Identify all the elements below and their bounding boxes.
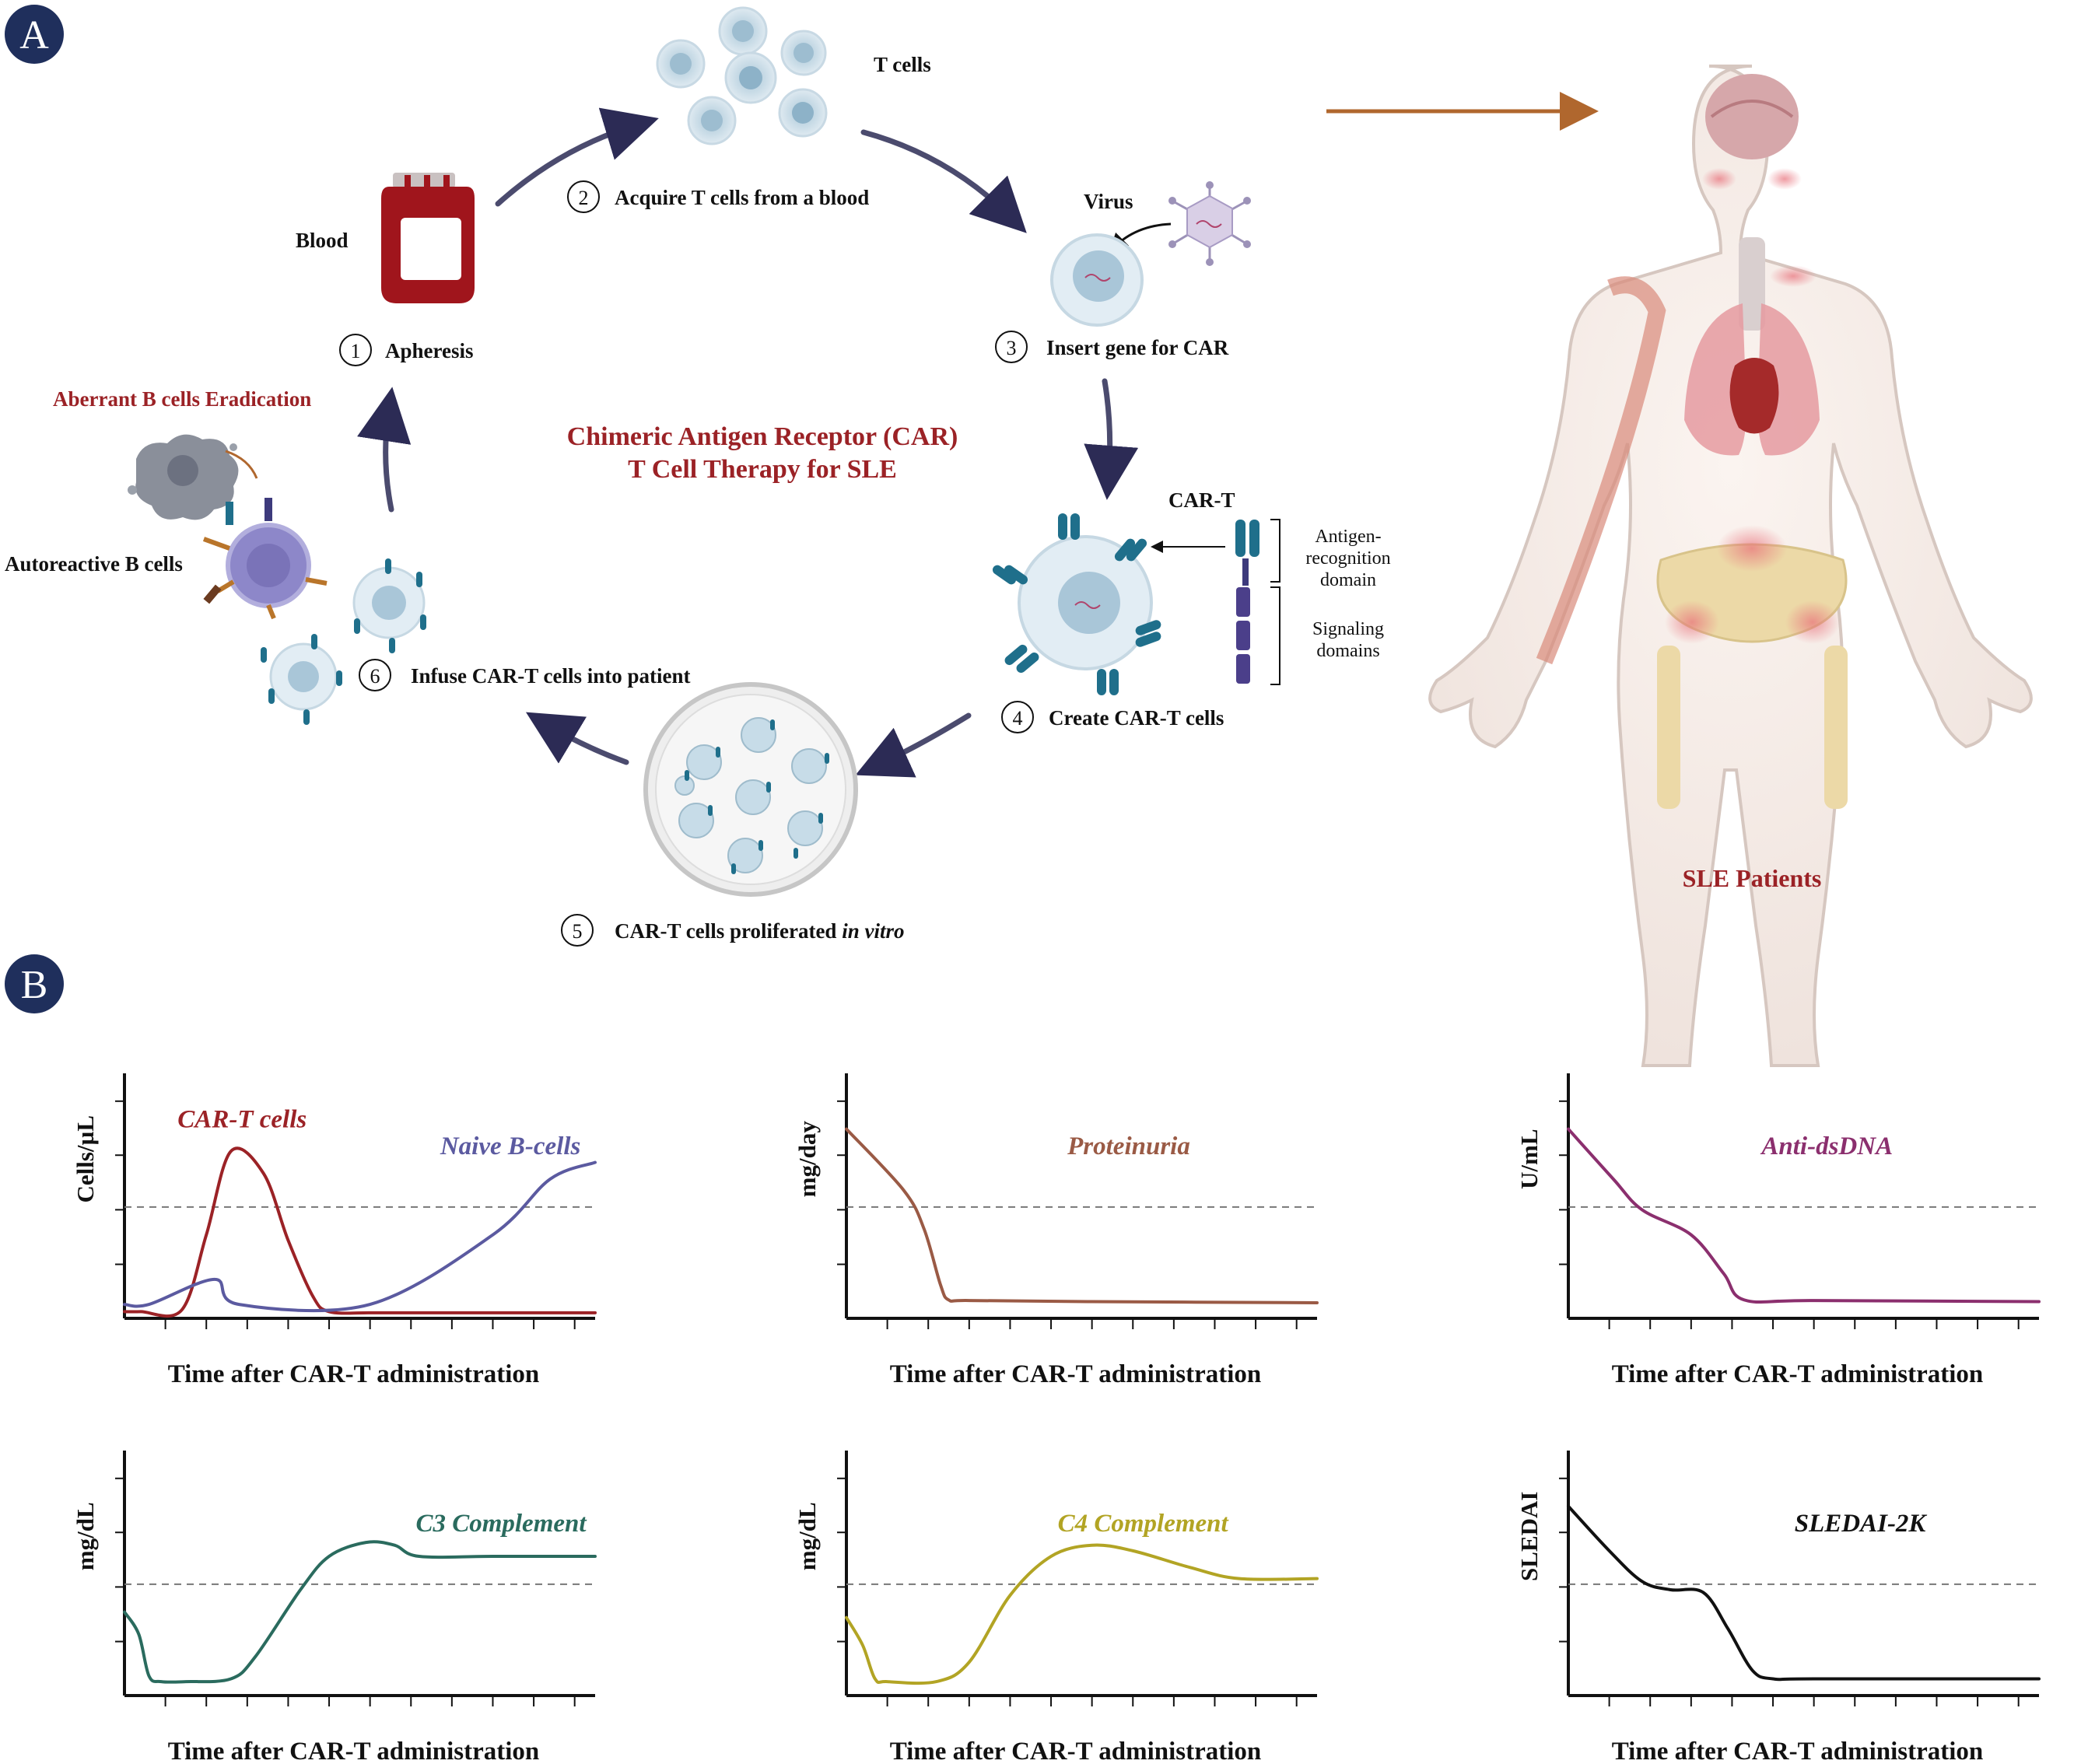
- svg-text:5: 5: [573, 920, 583, 943]
- series-label: Naive B-cells: [440, 1132, 581, 1160]
- t-cells-label: T cells: [874, 53, 931, 76]
- autoreactive-label: Autoreactive B cells: [5, 552, 183, 576]
- car-t-label: CAR-T: [1168, 488, 1235, 512]
- arrow-6-to-1: [357, 387, 412, 513]
- panel-b-badge: B: [5, 954, 64, 1013]
- therapy-title-line2: T Cell Therapy for SLE: [628, 455, 897, 484]
- svg-text:Infuse CAR-T cells into patien: Infuse CAR-T cells into patient: [411, 664, 691, 688]
- panel-b: B Cells/µL Time after CAR-T administratio…: [5, 954, 2041, 1764]
- b-cell-debris-icon: [128, 434, 239, 520]
- series-label: Proteinuria: [1067, 1132, 1190, 1160]
- infused-car-t-cell-icon-2: [261, 634, 342, 725]
- series-line-1: [123, 1146, 597, 1318]
- svg-text:6: 6: [370, 665, 380, 688]
- series-line-1: [1567, 1504, 2041, 1682]
- chart-1: Cells/µL Time after CAR-T administration C…: [72, 1073, 597, 1388]
- panel-a-badge: A: [5, 5, 64, 64]
- series-label: CAR-T cells: [177, 1105, 307, 1133]
- y-axis-label: SLEDAI: [1515, 1492, 1543, 1581]
- target-t-cell-icon: [1050, 233, 1144, 327]
- antigen-bracket: [1270, 519, 1280, 583]
- sle-patients-label: SLE Patients: [1683, 864, 1822, 892]
- infused-car-t-cell-icon-1: [352, 558, 426, 653]
- arrow-2-to-3: [860, 129, 1027, 233]
- svg-text:CAR-T cells proliferated in vi: CAR-T cells proliferated in vitro: [615, 919, 904, 943]
- y-axis-label: U/mL: [1515, 1129, 1543, 1190]
- human-body-icon: [1428, 65, 2033, 1067]
- svg-text:2: 2: [579, 187, 589, 209]
- svg-text:A: A: [19, 13, 49, 58]
- step-6: 6 Infuse CAR-T cells into patient: [359, 659, 691, 691]
- petri-dish-icon: [643, 682, 858, 897]
- series-label: C4 Complement: [1058, 1510, 1229, 1538]
- signaling-bracket: [1270, 586, 1280, 685]
- svg-text:Insert gene for CAR: Insert gene for CAR: [1046, 336, 1229, 359]
- arrow-1-to-2: [495, 107, 659, 207]
- x-axis-label: Time after CAR-T administration: [1612, 1360, 1984, 1388]
- x-axis-label: Time after CAR-T administration: [168, 1738, 540, 1764]
- series-line-1: [1567, 1127, 2041, 1304]
- svg-text:B: B: [21, 963, 48, 1007]
- antigen-label-1: Antigen-: [1315, 527, 1381, 547]
- chart-3: U/mL Time after CAR-T administration Anti-…: [1515, 1073, 2041, 1388]
- series-label: SLEDAI-2K: [1795, 1510, 1928, 1538]
- x-axis-label: Time after CAR-T administration: [890, 1360, 1262, 1388]
- svg-text:4: 4: [1013, 707, 1023, 730]
- step-3: 3 Insert gene for CAR: [995, 331, 1229, 363]
- chart-6: SLEDAI Time after CAR-T administration SLE…: [1515, 1451, 2041, 1764]
- arrow-5-to-6: [525, 712, 629, 765]
- arrow-4-to-5: [855, 712, 972, 778]
- y-axis-label: mg/day: [794, 1121, 821, 1198]
- autoreactive-b-cell-icon: [202, 498, 328, 620]
- y-axis-label: mg/dL: [72, 1502, 99, 1570]
- virus-icon: [1168, 181, 1251, 266]
- svg-text:Apheresis: Apheresis: [385, 339, 474, 362]
- therapy-title-line1: Chimeric Antigen Receptor (CAR): [567, 422, 958, 451]
- series-line-2: [123, 1160, 597, 1313]
- chart-4: mg/dL Time after CAR-T administration C3 C…: [72, 1451, 597, 1764]
- series-line-1: [845, 1543, 1319, 1685]
- signaling-label-1: Signaling: [1312, 619, 1384, 639]
- svg-text:Acquire T cells from a blood: Acquire T cells from a blood: [615, 186, 869, 209]
- t-cells-cluster-icon: [656, 6, 828, 145]
- step-2: 2 Acquire T cells from a blood: [567, 180, 869, 213]
- series-label: C3 Complement: [415, 1510, 587, 1538]
- virus-label: Virus: [1084, 190, 1133, 213]
- eradication-arrow: [225, 450, 258, 479]
- car-receptor-structure-icon: [1235, 520, 1259, 684]
- signaling-label-2: domains: [1316, 641, 1379, 661]
- blood-label: Blood: [296, 229, 349, 252]
- step-5: 5 CAR-T cells proliferated in vitro: [561, 914, 904, 947]
- svg-text:1: 1: [351, 340, 361, 362]
- y-axis-label: mg/dL: [794, 1502, 821, 1570]
- step-1: 1 Apheresis: [339, 334, 474, 366]
- x-axis-label: Time after CAR-T administration: [1612, 1738, 1984, 1764]
- series-line-1: [845, 1127, 1319, 1304]
- blood-bag-icon: [381, 173, 475, 303]
- x-axis-label: Time after CAR-T administration: [890, 1738, 1262, 1764]
- chart-5: mg/dL Time after CAR-T administration C4 C…: [794, 1451, 1319, 1764]
- x-axis-label: Time after CAR-T administration: [168, 1360, 540, 1388]
- series-label: Anti-dsDNA: [1760, 1132, 1893, 1160]
- aberrant-label: Aberrant B cells Eradication: [53, 387, 311, 411]
- car-t-cell-icon: [992, 513, 1161, 695]
- svg-text:3: 3: [1007, 337, 1017, 359]
- y-axis-label: Cells/µL: [72, 1115, 99, 1203]
- step-4: 4 Create CAR-T cells: [1001, 701, 1224, 733]
- svg-text:Create CAR-T cells: Create CAR-T cells: [1049, 706, 1224, 730]
- antigen-label-2: recognition: [1305, 548, 1390, 569]
- series-line-1: [123, 1540, 597, 1684]
- cycle-arrows: [357, 107, 1139, 778]
- arrow-3-to-4: [1084, 378, 1139, 500]
- antigen-label-3: domain: [1320, 570, 1376, 590]
- panel-a: A Chimeric Antigen Receptor (CAR) T Cell…: [5, 5, 2033, 1067]
